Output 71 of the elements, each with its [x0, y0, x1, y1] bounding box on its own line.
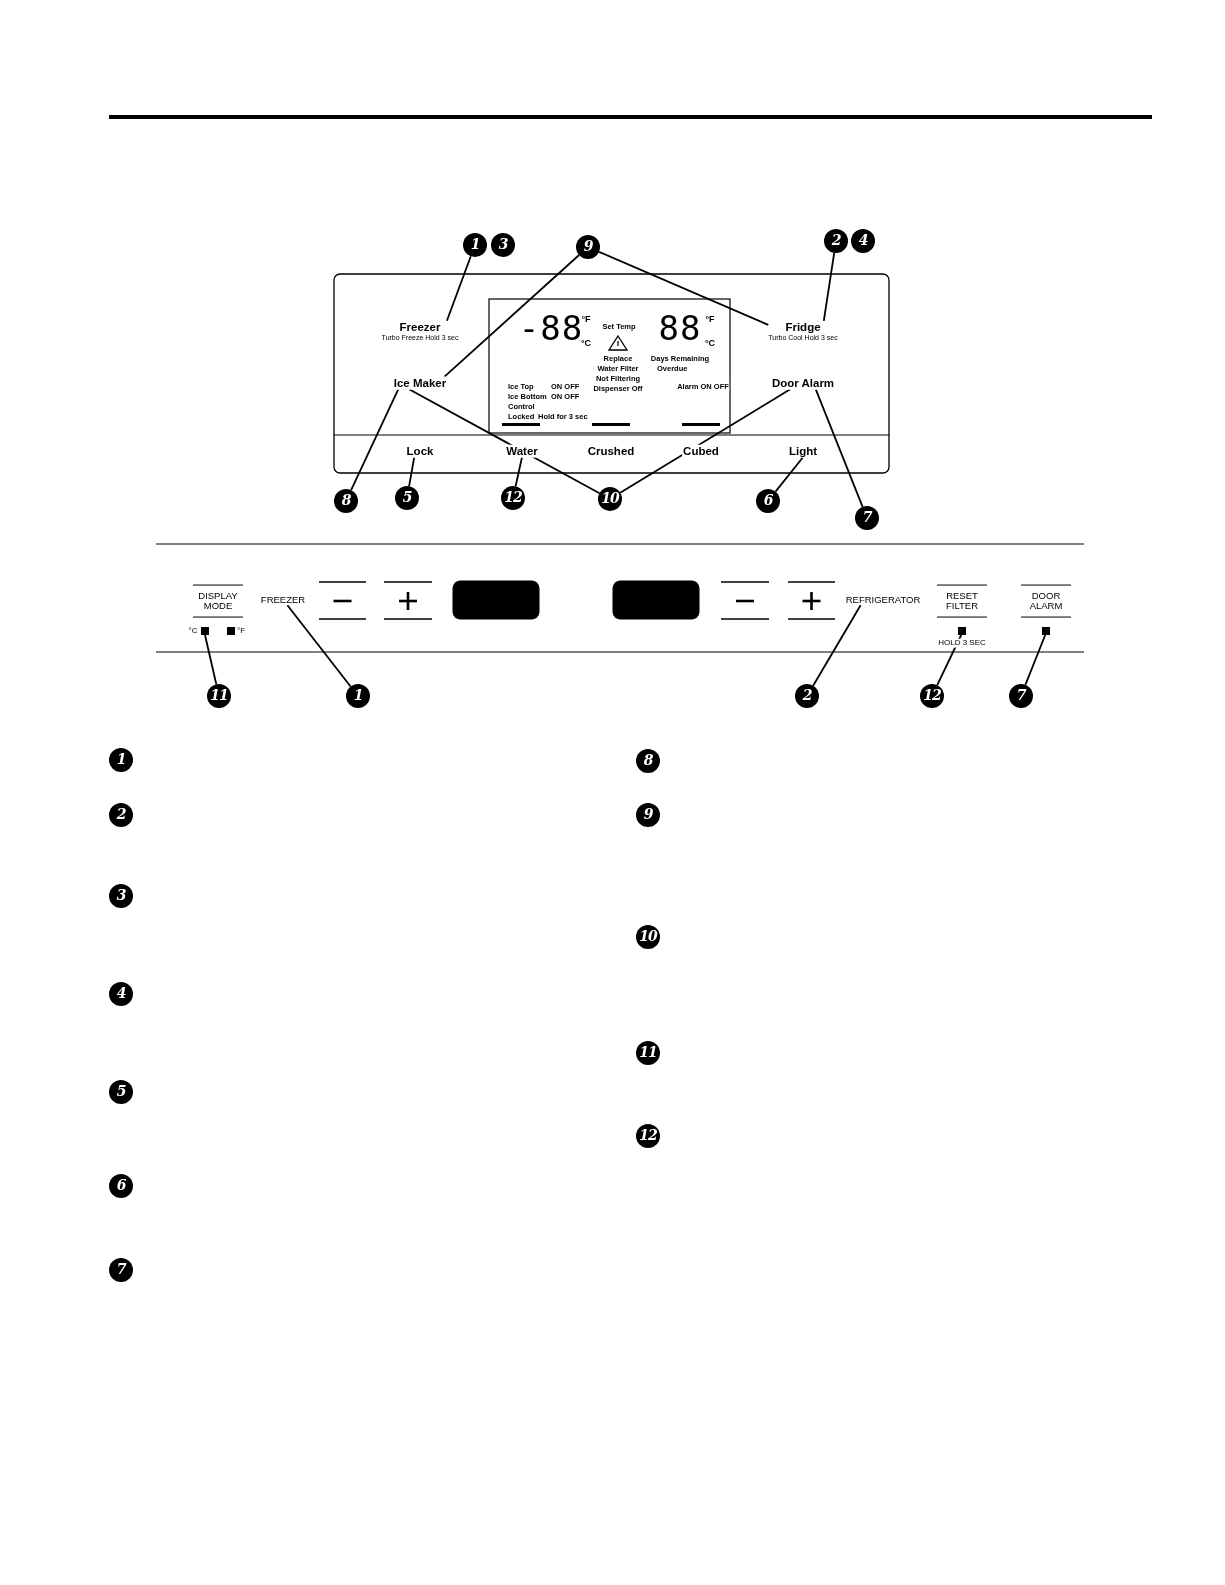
leader-line: [936, 634, 963, 687]
button-label: Freezer: [398, 320, 442, 334]
reset-filter-button: RESET FILTER: [937, 584, 987, 618]
leader-line: [812, 604, 862, 687]
callout-number: 11: [207, 684, 231, 708]
callout-number: 2: [795, 684, 819, 708]
indicator-light: [201, 627, 209, 635]
unit-label: °F: [581, 315, 591, 325]
button-label: Light: [787, 444, 819, 458]
callout-number: 4: [109, 982, 133, 1006]
callout-number: 11: [636, 1041, 660, 1065]
button-label: Water: [505, 444, 539, 458]
leader-line: [514, 456, 523, 488]
callout-number: 7: [109, 1258, 133, 1282]
leader-line: [619, 388, 792, 494]
door-alarm-button: DOOR ALARM: [1021, 584, 1071, 618]
leader-line: [814, 388, 864, 508]
callout-number: 8: [636, 749, 660, 773]
callout-number: 7: [855, 506, 879, 530]
callout-number: 7: [1009, 684, 1033, 708]
zone-label: REFRIGERATOR: [845, 594, 921, 606]
unit-label: °C: [704, 339, 716, 349]
leader-line: [286, 604, 352, 688]
callout-number: 1: [346, 684, 370, 708]
callout-number: 2: [824, 229, 848, 253]
display-screen: [452, 580, 540, 620]
indicator-light: [958, 627, 966, 635]
leader-line: [822, 252, 836, 322]
callout-number: 1: [463, 233, 487, 257]
callout-number: 12: [501, 486, 525, 510]
indicator-light: [1042, 627, 1050, 635]
callout-number: 2: [109, 803, 133, 827]
callout-number: 5: [109, 1080, 133, 1104]
temperature-readout: 88: [658, 310, 702, 348]
leader-line: [598, 250, 770, 326]
callout-number: 12: [920, 684, 944, 708]
unit-label: °F: [705, 315, 715, 325]
display-screen: [612, 580, 700, 620]
callout-number: 1: [109, 748, 133, 772]
callout-number: 6: [109, 1174, 133, 1198]
unit-label: °C: [188, 626, 198, 636]
button-label: Lock: [405, 444, 435, 458]
hint-text: HOLD 3 SEC: [938, 638, 986, 648]
button-label: Fridge: [784, 320, 822, 334]
leader-line: [1024, 634, 1047, 686]
callout-number: 8: [334, 489, 358, 513]
zone-label: FREEZER: [260, 594, 306, 606]
button-label: Cubed: [682, 444, 720, 458]
leader-line: [408, 388, 601, 495]
callout-number: 6: [756, 489, 780, 513]
callout-number: 10: [636, 925, 660, 949]
leader-line: [774, 456, 804, 493]
callout-number: 5: [395, 486, 419, 510]
callout-number: 3: [491, 233, 515, 257]
callout-number: 10: [598, 487, 622, 511]
leader-line: [443, 254, 580, 378]
button-label: Crushed: [586, 444, 636, 458]
leader-line: [350, 388, 400, 491]
leader-line: [408, 456, 416, 488]
callout-number: 3: [109, 884, 133, 908]
callout-number: 12: [636, 1124, 660, 1148]
unit-label: °F: [236, 626, 246, 636]
leader-line: [446, 255, 472, 322]
callout-number: 4: [851, 229, 875, 253]
button-label: Ice Maker: [392, 376, 448, 390]
leader-line: [204, 634, 218, 686]
display-mode-button: DISPLAY MODE: [193, 584, 243, 618]
callout-number: 9: [576, 235, 600, 259]
button-label: Door Alarm: [770, 376, 836, 390]
callout-number: 9: [636, 803, 660, 827]
unit-label: °C: [580, 339, 592, 349]
